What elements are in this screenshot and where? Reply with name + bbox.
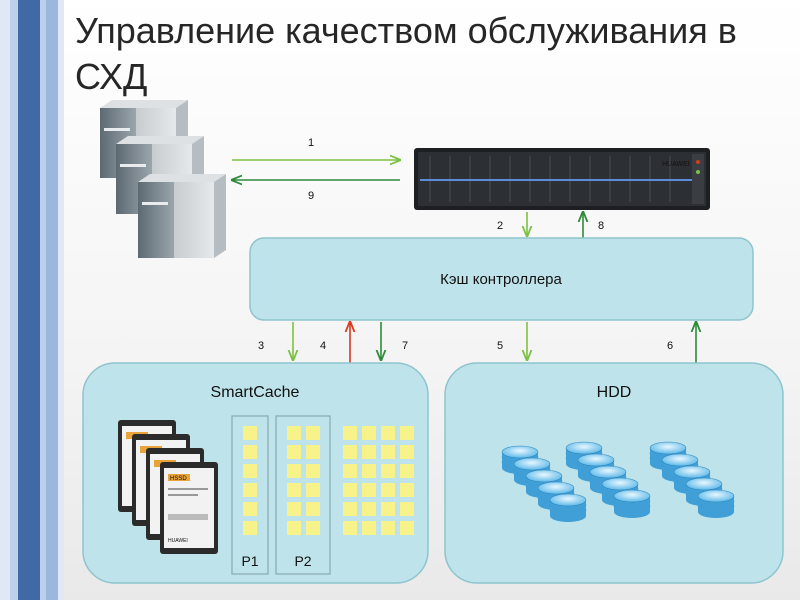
free-cache-cell (381, 464, 395, 478)
arrow-label-3: 3 (258, 340, 264, 352)
arrow-label-4: 4 (320, 340, 326, 352)
hdd-disk (697, 489, 735, 518)
free-cache-cell (381, 483, 395, 497)
free-cache-cell (343, 502, 357, 516)
p1-cache-cell (243, 445, 257, 459)
free-cache-cell (362, 521, 376, 535)
free-cache-cell (400, 464, 414, 478)
p2-cache-cell (287, 426, 301, 440)
ssd-brand-label: HUAWEI (168, 538, 188, 544)
p2-cache-cell (287, 521, 301, 535)
free-cache-cell (400, 426, 414, 440)
free-cache-cell (381, 521, 395, 535)
partition-p1-label: P1 (241, 553, 258, 569)
partition-p1-box (231, 415, 269, 575)
arrow-label-6: 6 (667, 340, 673, 352)
free-cache-cell (400, 502, 414, 516)
p1-cache-cell (243, 483, 257, 497)
ssd-stack-icon: HSSD HUAWEI (118, 420, 218, 554)
p2-cache-cell (306, 426, 320, 440)
p1-cache-cell (243, 464, 257, 478)
free-cache-cell (343, 464, 357, 478)
arrow-label-7: 7 (402, 340, 408, 352)
partition-p2-label: P2 (294, 553, 311, 569)
p2-cache-cell (287, 502, 301, 516)
hdd-disk (549, 493, 587, 522)
free-cache-cell (362, 483, 376, 497)
free-cache-cells (343, 426, 414, 535)
p2-cache-cell (287, 464, 301, 478)
p2-cache-cell (306, 464, 320, 478)
free-cache-cell (343, 426, 357, 440)
free-cache-cell (362, 445, 376, 459)
cache-controller-box (249, 237, 754, 321)
hdd-disks-icon (501, 441, 735, 522)
hdd-label: HDD (597, 384, 632, 401)
p2-cache-cell (287, 445, 301, 459)
storage-array-icon: HUAWEI (414, 148, 710, 210)
p2-cache-cell (306, 502, 320, 516)
server-stack-icon (100, 100, 226, 258)
arrow-label-5: 5 (497, 340, 503, 352)
free-cache-cell (400, 445, 414, 459)
free-cache-cell (362, 464, 376, 478)
ssd-model-label: HSSD (170, 476, 187, 482)
partition-p2-box (275, 415, 331, 575)
p2-cache-cell (306, 445, 320, 459)
p2-cache-cell (306, 521, 320, 535)
free-cache-cell (381, 426, 395, 440)
cache-controller-label: Кэш контроллера (440, 271, 562, 288)
free-cache-cell (400, 483, 414, 497)
p2-cache-cell (287, 483, 301, 497)
arrow-label-9: 9 (308, 190, 314, 202)
storage-brand-label: HUAWEI (662, 161, 690, 168)
free-cache-cell (381, 502, 395, 516)
hdd-disk (613, 489, 651, 518)
free-cache-cell (362, 502, 376, 516)
p2-cache-cell (306, 483, 320, 497)
free-cache-cell (362, 426, 376, 440)
p1-cache-cell (243, 521, 257, 535)
p1-cache-cell (243, 502, 257, 516)
decorative-stripes (0, 0, 64, 600)
arrow-label-1: 1 (308, 137, 314, 149)
p1-cache-cell (243, 426, 257, 440)
arrow-label-8: 8 (598, 220, 604, 232)
partition-p1-cells (243, 426, 257, 535)
free-cache-cell (343, 445, 357, 459)
arrow-label-2: 2 (497, 220, 503, 232)
partition-p2-cells (287, 426, 320, 535)
slide-title: Управление качеством обслуживания в СХД (75, 10, 737, 97)
free-cache-cell (400, 521, 414, 535)
free-cache-cell (343, 521, 357, 535)
free-cache-cell (381, 445, 395, 459)
free-cache-cell (343, 483, 357, 497)
smartcache-label: SmartCache (211, 384, 300, 401)
